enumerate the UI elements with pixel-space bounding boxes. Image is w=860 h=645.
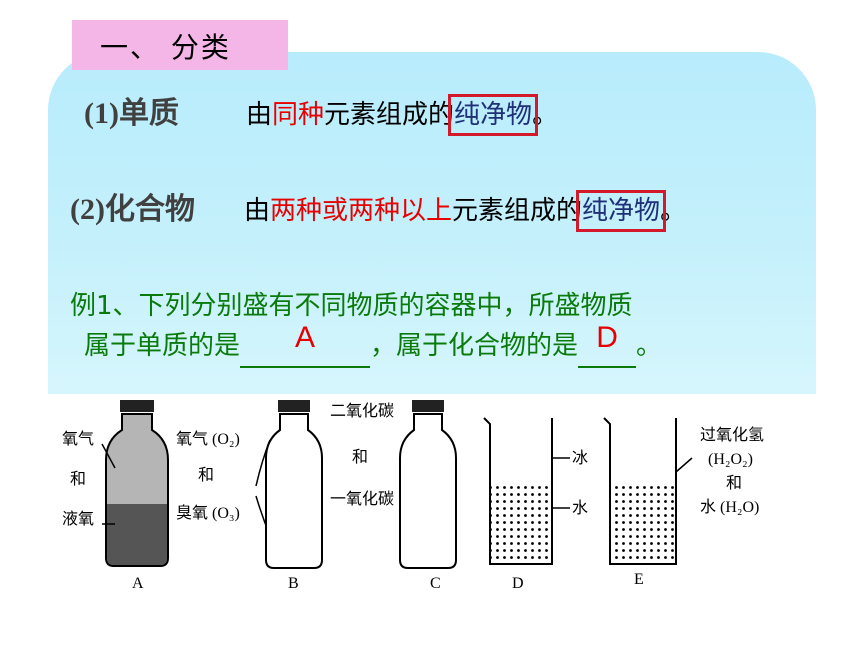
- example-question: 例1、下列分别盛有不同物质的容器中，所盛物质 属于单质的是 A ，属于化合物的是 …: [70, 286, 810, 368]
- label-a-left-1: 氧气: [62, 430, 94, 448]
- bottle-cap: [120, 400, 154, 412]
- term-element: (1)单质: [84, 97, 179, 130]
- bottle-cap: [412, 400, 444, 412]
- answer-blank-2: D: [578, 321, 637, 368]
- def-highlight: 同种: [272, 100, 325, 130]
- caption-c: C: [430, 575, 441, 592]
- bottle-c: [399, 413, 457, 569]
- def-end: 。: [660, 196, 687, 226]
- def-end: 。: [532, 100, 559, 130]
- answer-blank-1: A: [240, 321, 371, 368]
- example-line2: 属于单质的是 A ，属于化合物的是 D 。: [70, 321, 810, 368]
- answer-1: A: [295, 321, 316, 354]
- containers-figure: 氧气 和 液氧 氧气 (O₂) 和 臭氧 (O₃) A B 二氧化碳 和 一氧化…: [62, 400, 764, 592]
- label-c-1: 二氧化碳: [330, 402, 394, 420]
- container-d: 冰 水 D: [483, 417, 588, 592]
- bottle-b: [265, 413, 323, 569]
- container-a: 氧气 和 液氧 氧气 (O₂) 和 臭氧 (O₃) A: [62, 400, 240, 592]
- container-e: 过氧化氢 (H₂O₂) 和 水 (H₂O) E: [603, 417, 764, 588]
- label-a-right-3: 臭氧 (O₃): [176, 504, 240, 522]
- section-title: 一、 分类: [100, 31, 231, 64]
- label-e-1: 过氧化氢: [700, 426, 764, 444]
- def-prefix: 由: [246, 100, 273, 130]
- label-e-2: (H₂O₂): [708, 451, 753, 468]
- label-c-3: 一氧化碳: [330, 490, 394, 508]
- example-prefix: 属于单质的是: [84, 331, 241, 361]
- label-a-right-2: 和: [198, 466, 214, 484]
- section-title-tab: 一、 分类: [72, 20, 288, 70]
- peroxide-water: [611, 486, 675, 563]
- definition-compound: 由两种或两种以上元素组成的纯净物。: [244, 190, 687, 232]
- example-line1: 例1、下列分别盛有不同物质的容器中，所盛物质: [70, 291, 633, 321]
- def-boxed-term: 纯净物: [576, 190, 667, 232]
- example-middle: ，属于化合物的是: [370, 331, 579, 361]
- label-e-4: 水 (H₂O): [700, 498, 759, 516]
- label-d-ice: 冰: [572, 449, 588, 467]
- def-middle: 元素组成的: [452, 196, 583, 226]
- label-a-left-3: 液氧: [62, 510, 94, 528]
- label-a-right-1: 氧气 (O₂): [176, 430, 240, 448]
- caption-b: B: [288, 575, 299, 592]
- def-highlight: 两种或两种以上: [270, 196, 453, 226]
- example-end: 。: [636, 331, 663, 361]
- label-a-left-2: 和: [70, 470, 86, 488]
- def-prefix: 由: [244, 196, 271, 226]
- label-e-3: 和: [726, 474, 742, 492]
- label-c-2: 和: [352, 448, 368, 466]
- bottle-cap: [278, 400, 310, 412]
- ice-water: [491, 486, 551, 563]
- term-compound: (2)化合物: [70, 193, 195, 226]
- def-middle: 元素组成的: [324, 100, 455, 130]
- definition-element: 由同种元素组成的纯净物。: [246, 94, 559, 136]
- caption-d: D: [512, 575, 524, 592]
- caption-a: A: [132, 575, 144, 592]
- answer-2: D: [596, 321, 618, 354]
- label-d-water: 水: [572, 499, 588, 517]
- content-panel: [48, 52, 816, 394]
- container-b: B: [255, 400, 323, 592]
- caption-e: E: [634, 571, 644, 588]
- liquid-oxygen: [107, 504, 167, 565]
- container-c: 二氧化碳 和 一氧化碳 C: [330, 400, 457, 592]
- def-boxed-term: 纯净物: [448, 94, 539, 136]
